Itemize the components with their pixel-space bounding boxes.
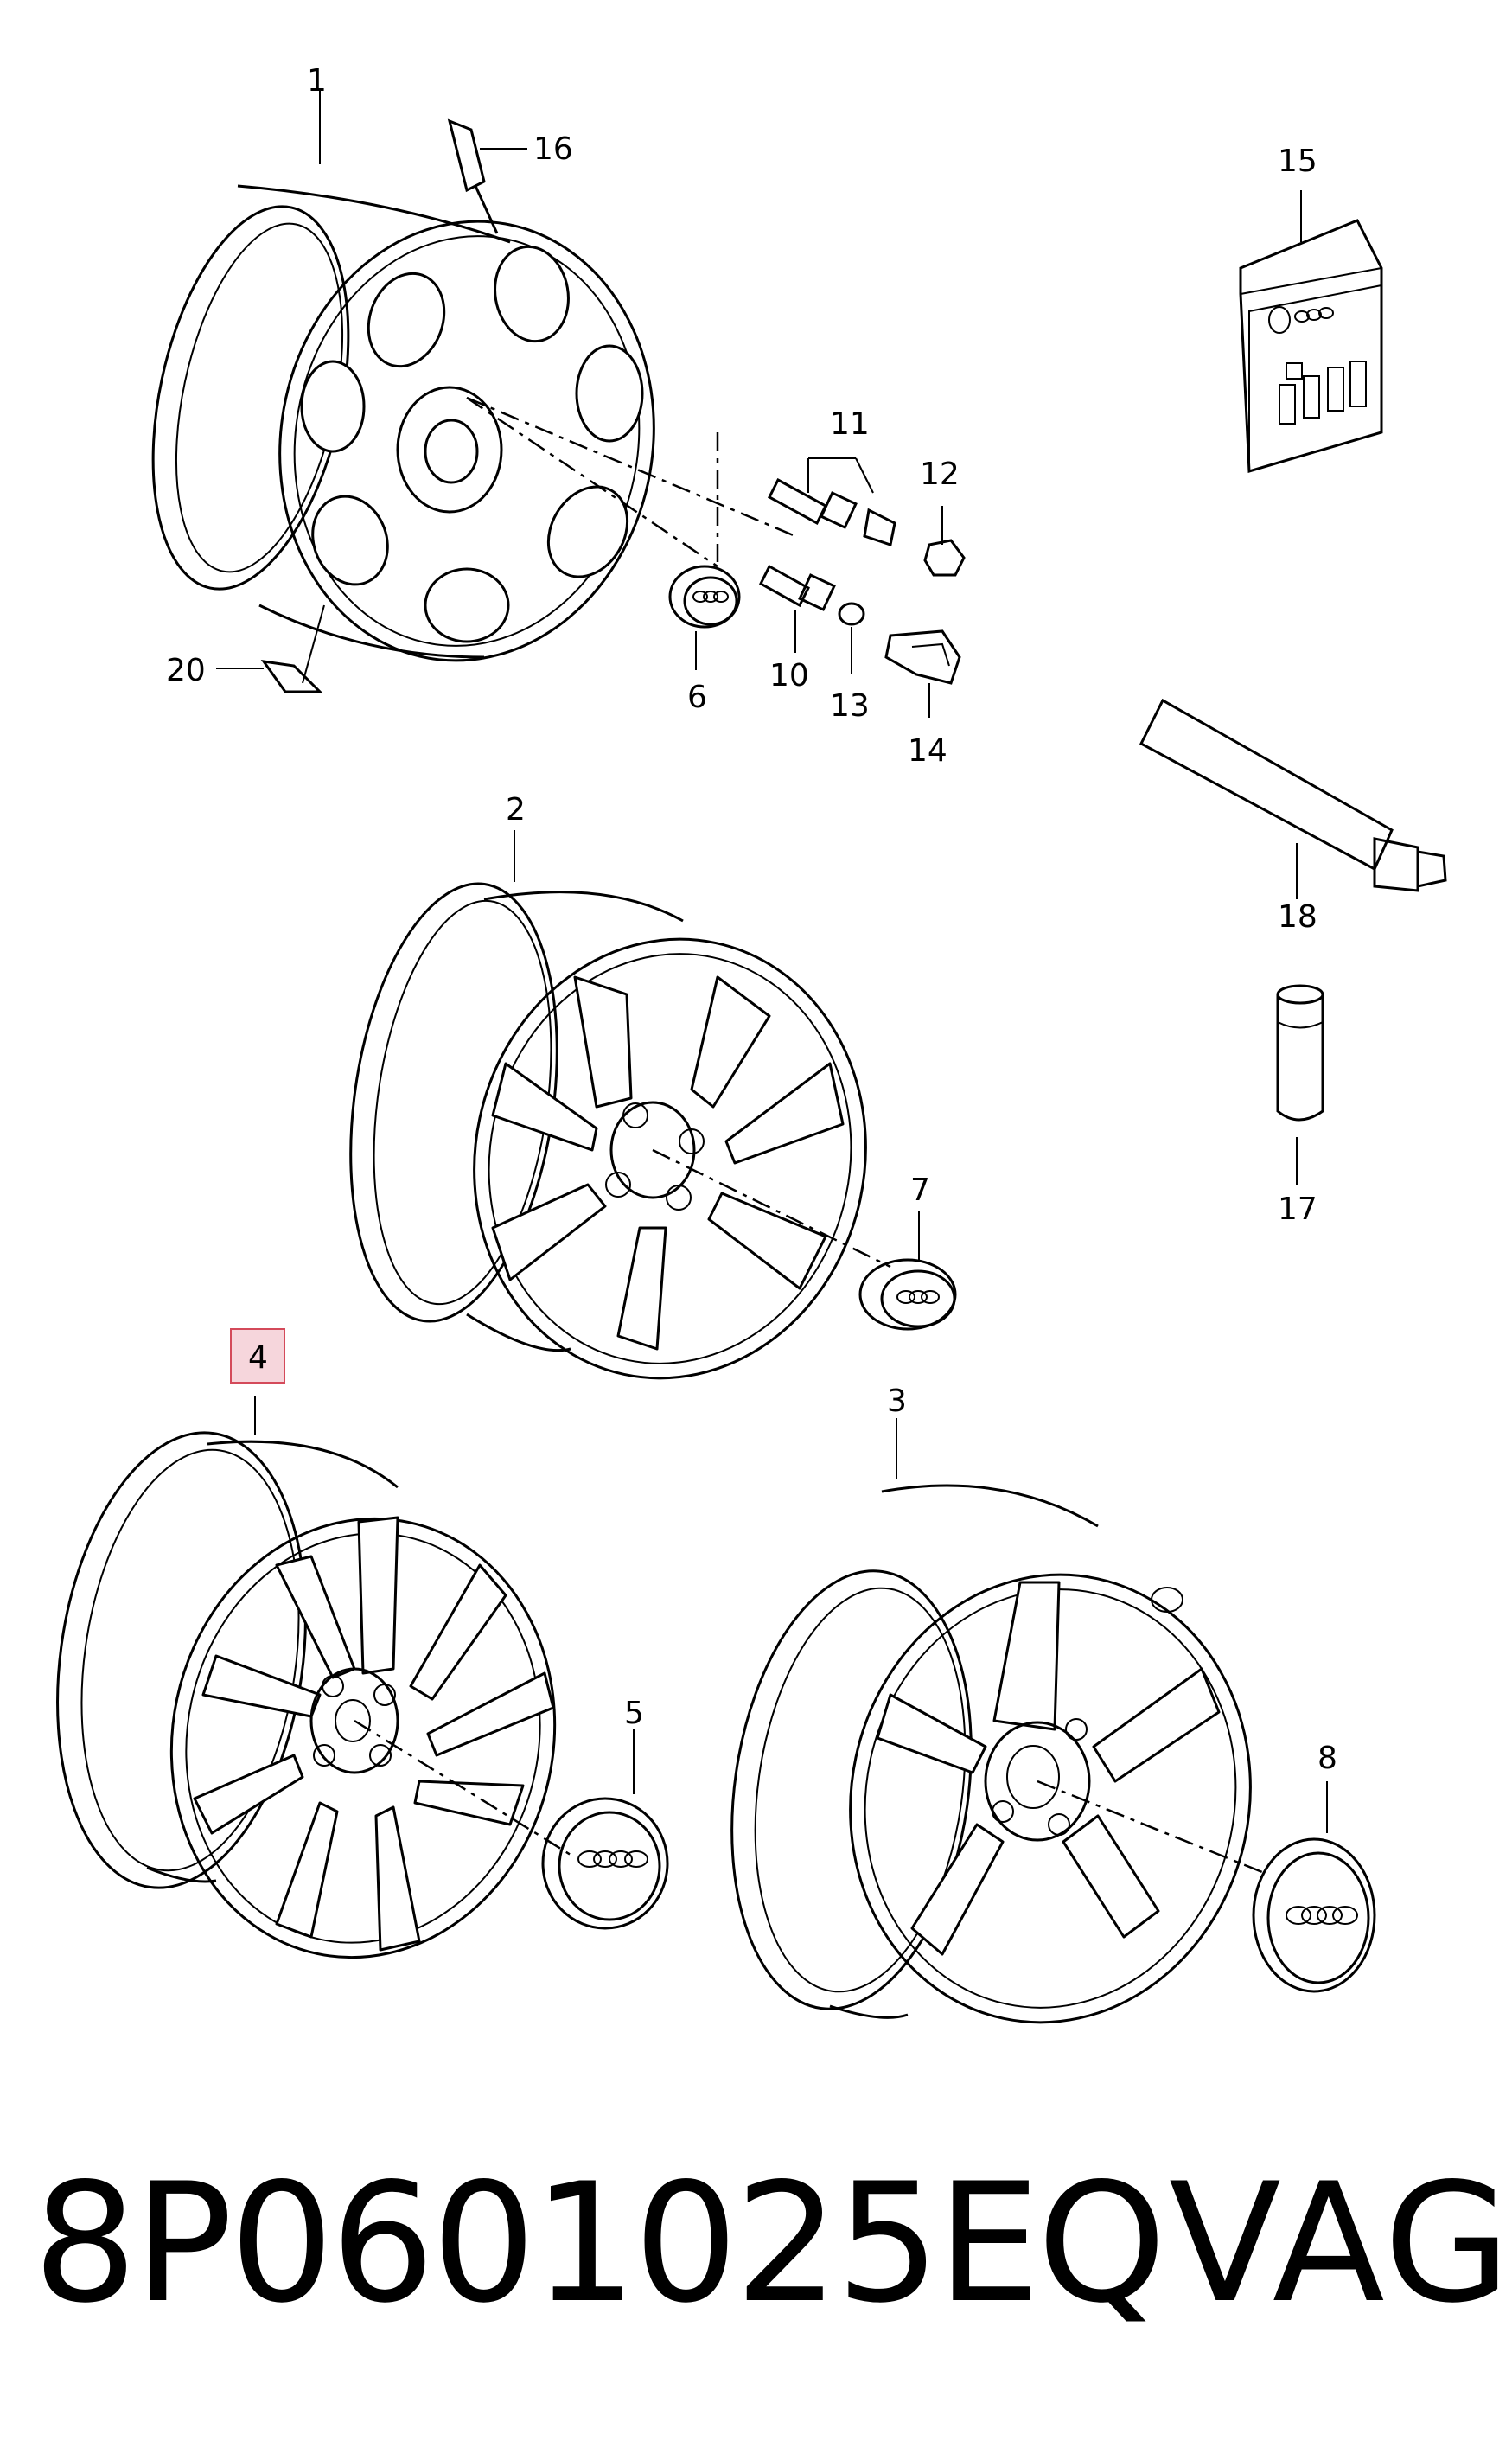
callout-10: 10 (769, 658, 809, 693)
callout-13: 13 (830, 688, 870, 724)
hub-cap-7 (858, 1211, 957, 1331)
callout-11: 11 (830, 406, 870, 442)
grease-tube-18 (1139, 698, 1447, 899)
callout-8: 8 (1317, 1741, 1337, 1776)
callout-16: 16 (533, 131, 573, 167)
callout-6: 6 (687, 680, 707, 715)
hub-cap-6 (668, 565, 741, 670)
wheel-4-spokes (193, 1516, 555, 1952)
wheel-1 (151, 91, 796, 693)
callout-20: 20 (166, 653, 206, 688)
callout-3: 3 (887, 1384, 907, 1419)
wheel-3 (730, 1418, 1263, 2024)
wheel-2 (349, 830, 891, 1380)
wheel-3-spokes (876, 1581, 1221, 1956)
wheel-2-spokes (491, 975, 845, 1351)
brand-label: VAG (1169, 2148, 1512, 2339)
callout-4-highlight (230, 1328, 285, 1384)
hub-cap-5 (541, 1729, 669, 1930)
callout-12: 12 (920, 457, 960, 492)
grease-cylinder-17 (1276, 984, 1324, 1185)
callout-18: 18 (1278, 899, 1317, 935)
callout-1: 1 (307, 63, 327, 99)
callout-14: 14 (908, 733, 947, 769)
callout-7: 7 (910, 1173, 930, 1208)
part-number: 8P0601025EQ (33, 2148, 1166, 2339)
wheel-1-spokes (300, 245, 644, 643)
anti-theft-kit-15 (1239, 190, 1383, 473)
callout-5: 5 (624, 1696, 644, 1731)
callout-2: 2 (506, 792, 526, 828)
callout-15: 15 (1278, 144, 1317, 179)
callout-4: 4 (248, 1340, 268, 1376)
callout-labels: 1 16 15 11 12 20 10 6 13 14 2 18 7 17 4 … (166, 63, 1337, 1776)
callout-17: 17 (1278, 1192, 1317, 1227)
hub-cap-8 (1252, 1781, 1376, 1993)
wheel-4 (56, 1396, 571, 1959)
wheel-bolts (759, 457, 966, 718)
